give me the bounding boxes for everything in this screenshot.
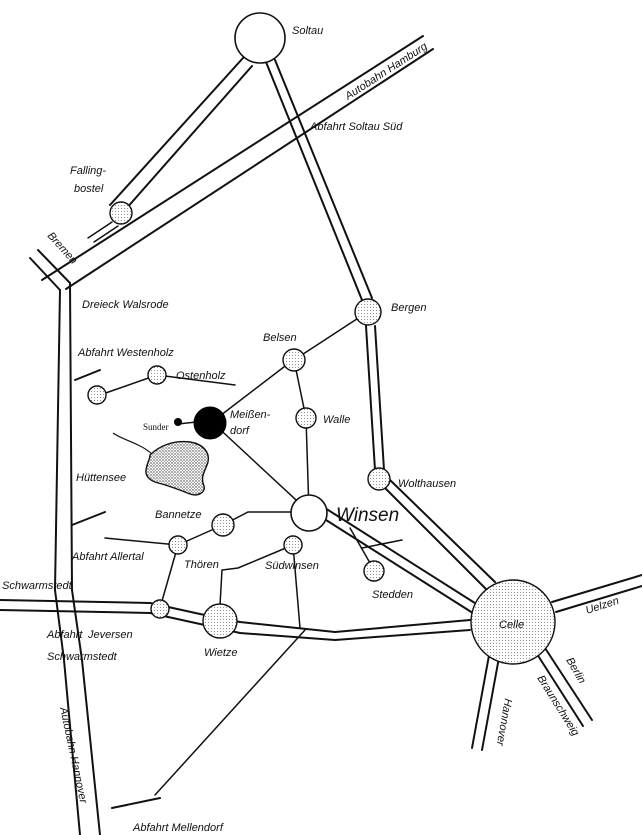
town-belsen: [282, 348, 306, 372]
town-winsen: [290, 494, 328, 532]
town-stedden: [363, 560, 385, 582]
label-bannetze: Bannetze: [155, 509, 201, 521]
town-wietze: [202, 603, 238, 639]
label-walle: Walle: [323, 414, 350, 426]
town-wolthausen: [367, 467, 391, 491]
autobahn-hannover: [54, 282, 101, 835]
label-braunschweig: Braunschweig: [534, 673, 581, 739]
abfahrt-mellendorf-ramp: [111, 797, 161, 809]
label-soltau: Soltau: [292, 25, 323, 37]
label-abfahrt-westenholz: Abfahrt Westenholz: [77, 347, 174, 359]
town-soltau: [234, 12, 286, 64]
label-stedden: Stedden: [372, 589, 413, 601]
label-meissendorf-1: Meißen-: [230, 409, 271, 421]
label-abfahrt-mellendorf: Abfahrt Mellendorf: [132, 822, 224, 834]
label-belsen: Belsen: [263, 332, 297, 344]
label-winsen: Winsen: [336, 505, 399, 526]
town-ostenholz: [147, 365, 167, 385]
road-soltau-fallingbostel: [87, 57, 253, 243]
label-fallingbostel-2: bostel: [74, 183, 104, 195]
label-autobahn-hamburg: Autobahn Hamburg: [342, 40, 430, 103]
label-abfahrt-soltau-sued: Abfahrt Soltau Süd: [309, 121, 403, 133]
abfahrt-westenholz-ramp: [74, 369, 101, 381]
autobahn-hamburg-bremen: [41, 35, 434, 290]
autobahn-bremen-spur: [29, 249, 71, 291]
label-schwarmstedt: Schwarmstedt: [2, 580, 73, 592]
town-westenholz: [87, 385, 107, 405]
town-bannetze: [211, 513, 235, 537]
town-bergen: [354, 298, 382, 326]
town-meissendorf: [193, 406, 227, 440]
roads-from-celle: [471, 574, 642, 751]
label-thoeren: Thören: [184, 559, 219, 571]
label-wolthausen: Wolthausen: [398, 478, 456, 490]
label-abfahrt-schwarmstedt-1: Abfahrt: [46, 629, 83, 641]
label-abfahrt-schwarmstedt-2: Schwarmstedt: [47, 651, 118, 663]
label-celle: Celle: [499, 619, 524, 631]
label-bergen: Bergen: [391, 302, 426, 314]
road-soltau-celle: [265, 59, 496, 591]
label-hannover: Hannover: [494, 697, 514, 747]
town-walle: [295, 407, 317, 429]
label-wietze: Wietze: [204, 647, 238, 659]
label-dreieck-walsrode: Dreieck Walsrode: [82, 299, 169, 311]
town-fallingbostel: [109, 201, 133, 225]
local-roads: [99, 312, 403, 796]
town-thoeren: [168, 535, 188, 555]
label-huettensee: Hüttensee: [76, 472, 126, 484]
town-celle: [470, 579, 556, 665]
label-jeversen: Jeversen: [87, 629, 133, 641]
label-autobahn-hannover: Autobahn Hannover: [57, 705, 90, 805]
label-meissendorf-2: dorf: [230, 425, 250, 437]
road-winsen-celle: [324, 507, 479, 616]
label-ostenholz: Ostenholz: [176, 370, 226, 382]
town-suedwinsen: [283, 535, 303, 555]
abfahrt-allertal-ramp: [71, 511, 106, 526]
label-suedwinsen: Südwinsen: [265, 560, 319, 572]
town-sunder: [174, 418, 182, 426]
label-fallingbostel-1: Falling-: [70, 165, 106, 177]
huettensee-lake: [112, 432, 210, 496]
town-jeversen: [150, 599, 170, 619]
label-sunder: Sunder: [143, 422, 169, 432]
label-abfahrt-allertal: Abfahrt Allertal: [71, 551, 144, 563]
